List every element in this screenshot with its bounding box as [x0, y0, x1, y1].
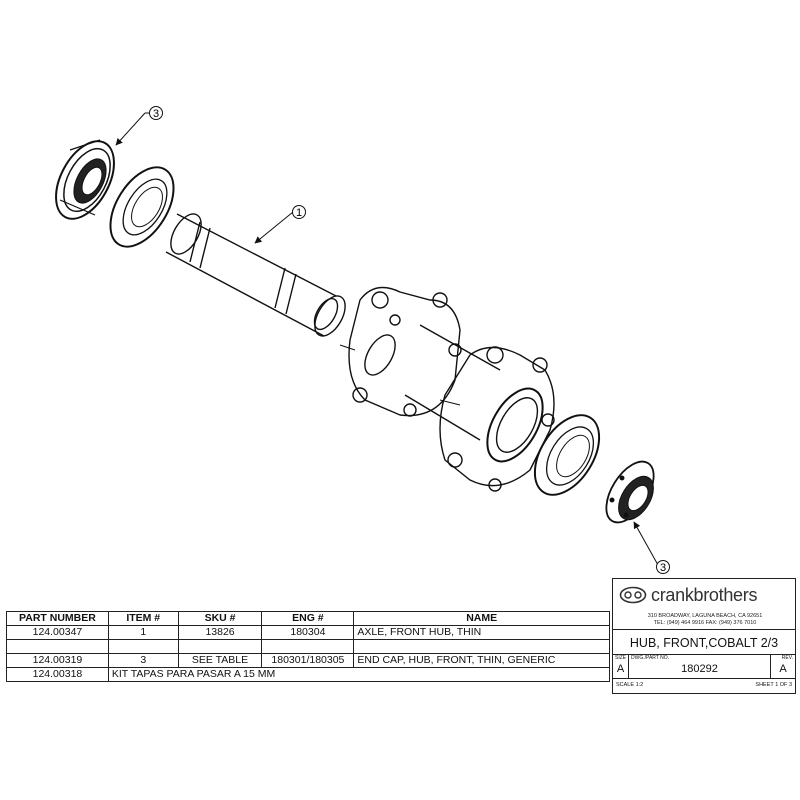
kit-description: KIT TAPAS PARA PASAR A 15 MM: [107, 667, 611, 682]
header-item: ITEM #: [107, 611, 179, 626]
header-sku: SKU #: [177, 611, 263, 626]
title-block: crankbrothers 310 BROADWAY, LAGUNA BEACH…: [612, 578, 796, 694]
header-part-number: PART NUMBER: [6, 611, 109, 626]
item-number: 3: [107, 653, 179, 668]
callout-label: 3: [153, 108, 159, 120]
dwg-cell: DWG./PART NO. 180292: [629, 655, 771, 679]
rev-label: REV.: [781, 655, 793, 661]
sheet: SHEET 1 OF 3: [755, 682, 792, 688]
eng-number: 180304: [261, 625, 355, 640]
bom-header-row: PART NUMBER ITEM # SKU # ENG # NAME: [6, 611, 610, 626]
dwg-label: DWG./PART NO.: [631, 655, 670, 661]
item-number: 1: [107, 625, 179, 640]
drawing-title: HUB, FRONT,COBALT 2/3: [613, 629, 795, 655]
end-cap-right: [605, 460, 655, 524]
bearing-left: [109, 166, 175, 248]
header-name: NAME: [353, 611, 610, 626]
part-number: 124.00318: [6, 667, 109, 682]
exploded-view-drawing: 3 1 3: [55, 106, 670, 574]
sku: [177, 639, 263, 654]
dwg-number: 180292: [681, 663, 718, 675]
drawing-number-row: SIZE A DWG./PART NO. 180292 REV. A: [613, 655, 795, 679]
hub-body: [339, 286, 555, 492]
scale: SCALE 1:2: [616, 682, 644, 688]
rev-value: A: [779, 663, 787, 675]
crankbrothers-logo-icon: [619, 586, 647, 604]
table-row: 124.00318 KIT TAPAS PARA PASAR A 15 MM: [6, 667, 611, 682]
bearing-right: [533, 414, 601, 496]
axle: [165, 213, 346, 337]
logo: crankbrothers: [613, 579, 795, 611]
address-line: 310 BROADWAY, LAGUNA BEACH, CA 92651: [647, 613, 763, 619]
callout-label: 1: [296, 207, 302, 219]
sku: 13826: [177, 625, 263, 640]
callout-item-3-bottom: 3: [633, 521, 670, 574]
callout-item-3-top: 3: [115, 106, 163, 146]
brand-name: crankbrothers: [651, 584, 758, 605]
size-label: SIZE: [615, 655, 627, 661]
callout-label: 3: [660, 562, 666, 574]
eng-number: 180301/180305: [261, 653, 355, 668]
rev-cell: REV. A: [771, 655, 795, 679]
end-cap-left: [55, 139, 115, 220]
scale-sheet-row: SCALE 1:2 SHEET 1 OF 3: [613, 679, 795, 693]
eng-number: [261, 639, 355, 654]
part-number: [6, 639, 109, 654]
part-name: AXLE, FRONT HUB, THIN: [353, 625, 610, 640]
size-value: A: [616, 663, 625, 675]
table-row: 124.00347 1 13826 180304 AXLE, FRONT HUB…: [6, 625, 610, 640]
callout-item-1: 1: [254, 205, 306, 244]
table-row: [6, 639, 610, 654]
bom-table: PART NUMBER ITEM # SKU # ENG # NAME 124.…: [6, 611, 611, 682]
part-name: [353, 639, 610, 654]
size-cell: SIZE A: [613, 655, 629, 679]
part-number: 124.00347: [6, 625, 109, 640]
item-number: [107, 639, 179, 654]
part-name: END CAP, HUB, FRONT, THIN, GENERIC: [353, 653, 610, 668]
header-eng: ENG #: [261, 611, 355, 626]
sku: SEE TABLE: [177, 653, 263, 668]
company-address: 310 BROADWAY, LAGUNA BEACH, CA 92651 TEL…: [617, 613, 793, 626]
part-number: 124.00319: [6, 653, 109, 668]
phone-line: TEL: (949) 464 9916 FAX: (949) 376 7010: [653, 619, 757, 626]
table-row: 124.00319 3 SEE TABLE 180301/180305 END …: [6, 653, 610, 668]
